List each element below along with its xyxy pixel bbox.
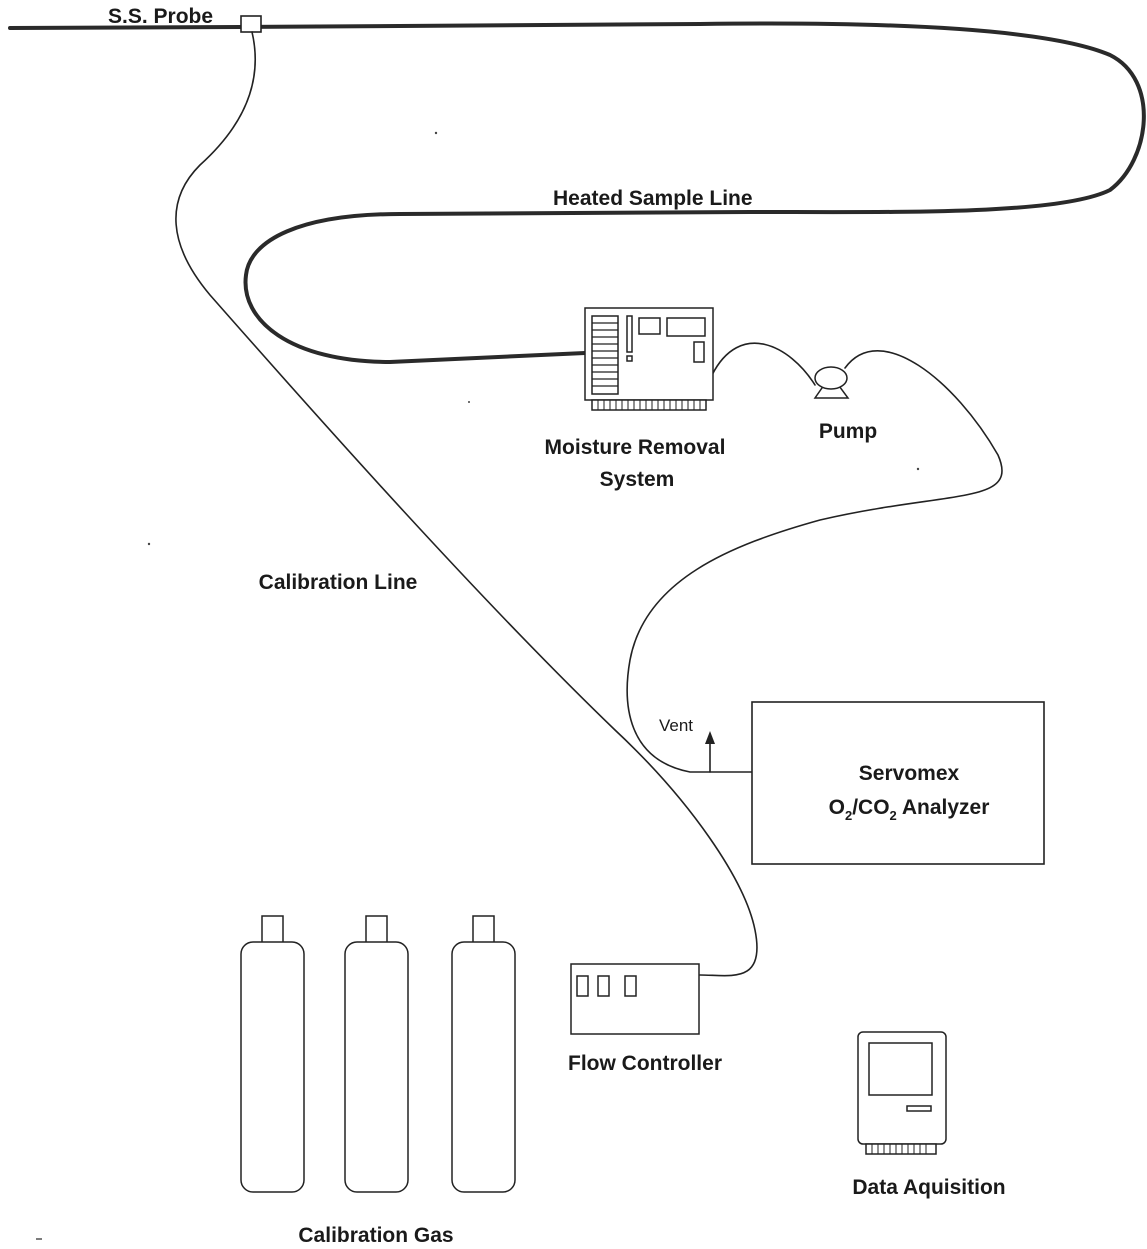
data-acquisition-label: Data Aquisition bbox=[852, 1176, 1005, 1199]
analyzer-label-line1: Servomex bbox=[859, 762, 960, 785]
probe-connector bbox=[240, 15, 262, 33]
scan-speck bbox=[916, 467, 920, 471]
pump-label: Pump bbox=[819, 420, 877, 443]
calibration-gas-label: Calibration Gas bbox=[298, 1224, 453, 1247]
analyzer-label-line2: O2/CO2 Analyzer bbox=[829, 796, 990, 823]
pump bbox=[813, 366, 850, 399]
gas-cylinder bbox=[451, 915, 516, 1193]
servomex-analyzer-box bbox=[751, 701, 1045, 865]
gas-cylinder bbox=[240, 915, 305, 1193]
vent-label: Vent bbox=[659, 716, 693, 735]
probe-label: S.S. Probe bbox=[108, 5, 213, 28]
moisture-removal-label-line2: System bbox=[600, 468, 675, 491]
calibration-line bbox=[175, 31, 758, 977]
vent-arrow-head bbox=[705, 731, 715, 744]
calibration-gas-cylinders bbox=[240, 915, 516, 1193]
dryer-to-pump-line bbox=[711, 342, 816, 386]
scan-speck bbox=[468, 401, 470, 403]
flow-controller-label: Flow Controller bbox=[568, 1052, 722, 1075]
heated-sample-line-label: Heated Sample Line bbox=[553, 187, 753, 210]
heated-sample-line bbox=[8, 21, 1146, 364]
pump-to-analyzer-line bbox=[626, 350, 1003, 773]
flow-controller bbox=[570, 963, 700, 1035]
moisture-removal-system bbox=[584, 307, 714, 411]
scan-speck bbox=[147, 542, 151, 546]
calibration-line-label: Calibration Line bbox=[259, 571, 418, 594]
moisture-removal-label-line1: Moisture Removal bbox=[545, 436, 726, 459]
gas-cylinder bbox=[344, 915, 409, 1193]
scan-speck bbox=[434, 131, 438, 135]
data-acquisition-computer bbox=[857, 1031, 947, 1155]
